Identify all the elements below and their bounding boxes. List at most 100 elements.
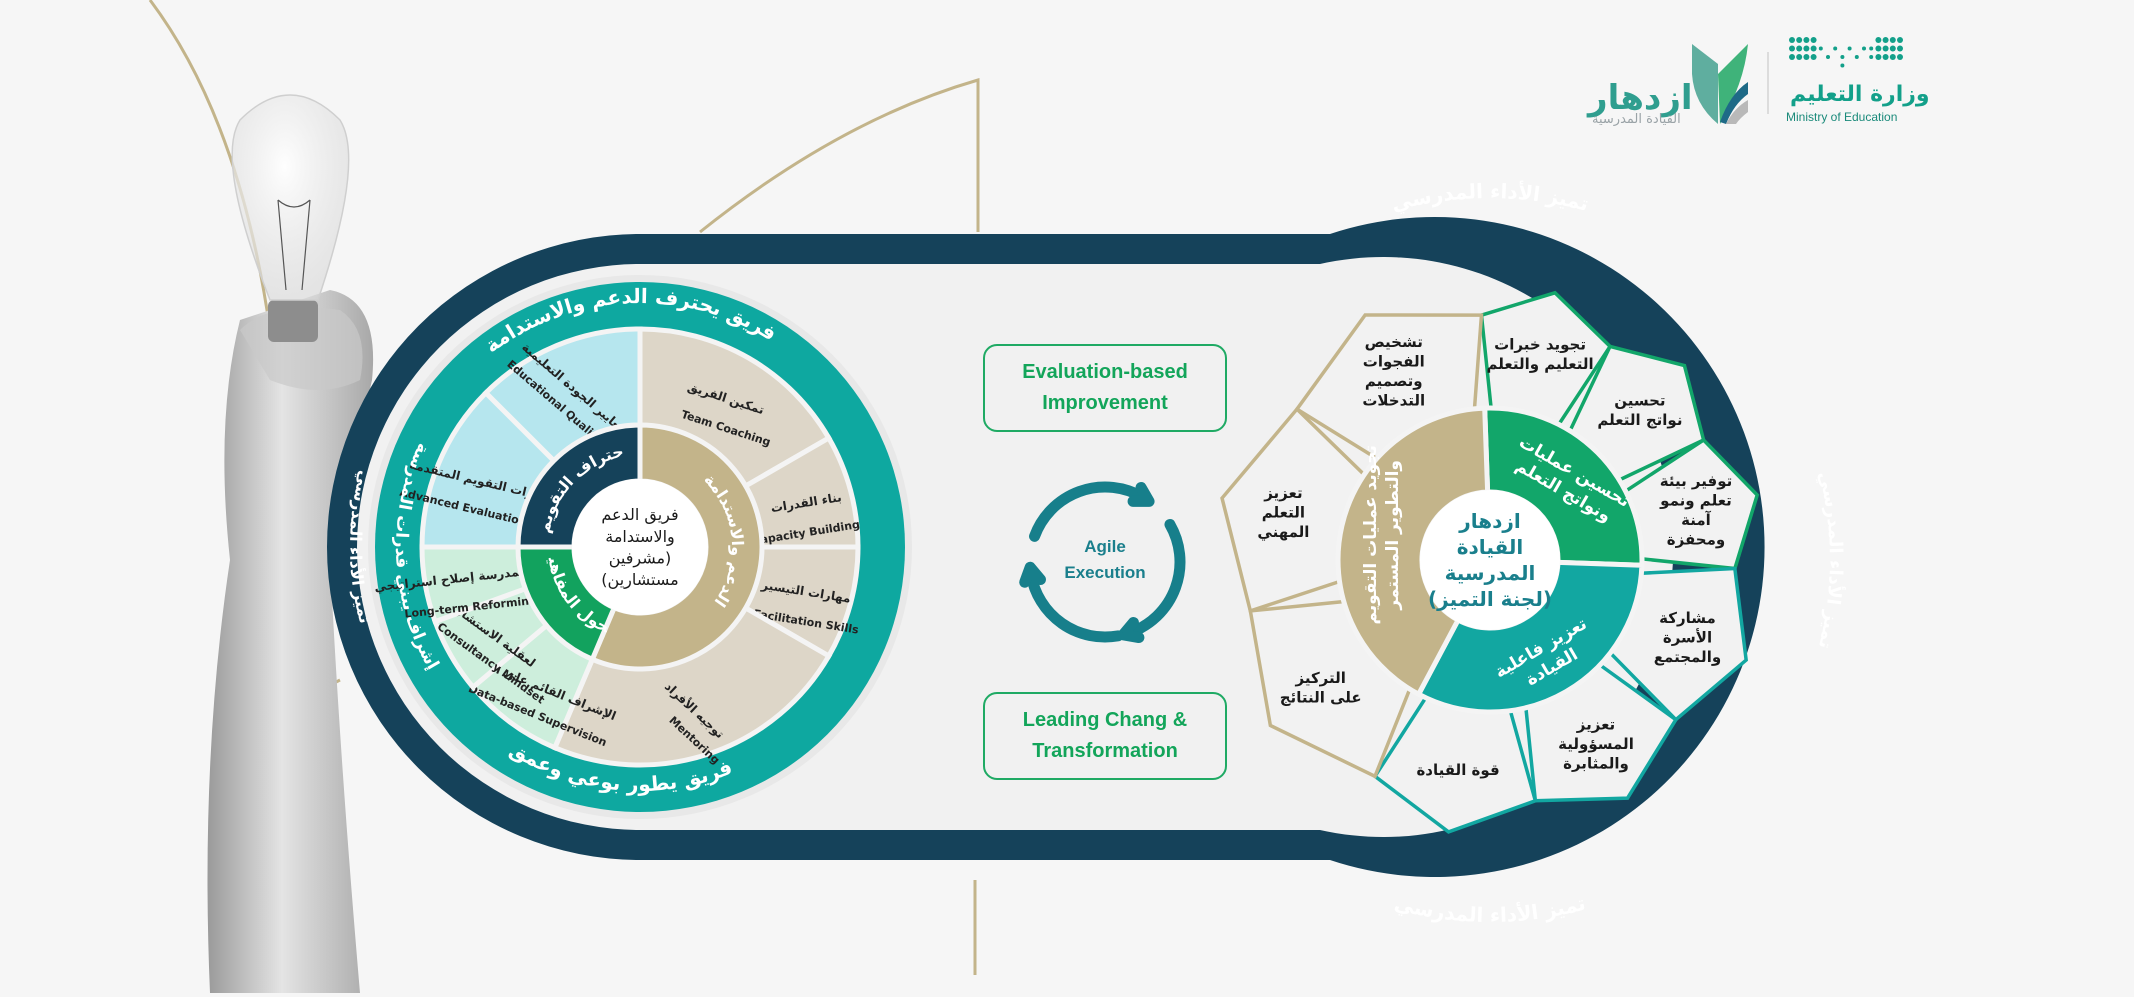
petal-label-line: ومحفزة [1667,530,1725,548]
program-subtitle: القيادة المدرسية [1592,112,1681,127]
petal-label-line: الفجوات [1363,353,1425,371]
cycle-arrow [1125,519,1186,638]
cycle-line-1: Agile [1084,537,1126,556]
moe-dot [1789,45,1795,52]
moe-dot [1789,54,1795,60]
box-bottom-line-2: Transformation [1032,740,1178,762]
bulb-base [268,300,318,342]
moe-dot [1869,55,1874,59]
petal-label-line: نواتج التعلم [1597,411,1682,429]
petal-label-line: التعليم والتعلم [1487,355,1594,373]
petal-label-line: تجويد خبرات [1494,336,1586,354]
ministry-name-ar: وزارة التعليم [1790,82,1930,107]
band-label-bottom-text: تميز الأداء المدرسي [1392,891,1588,927]
right-segment-label-line: تجويد عمليات التقويم [1361,445,1381,624]
right-wheel-center-text-line: ازدهار [1458,509,1521,533]
petal-label: التركيز على النتائج [1280,669,1362,707]
petal-label-line: آمنة [1681,511,1712,529]
right-wheel-center-text-line: المدرسية [1445,561,1536,585]
cycle-arrow [1029,481,1148,542]
box-bottom-line-1: Leading Chang & [1022,709,1188,731]
petal-label-line: المهني [1257,523,1309,541]
arm-illustration [207,290,374,993]
moe-dot [1882,37,1889,43]
left-wheel-center-text-line: مستشارين) [601,570,678,590]
right-wheel-center [1420,490,1560,630]
band-label-right-text: تميز الأداء المدرسي [1814,469,1846,651]
moe-dot [1869,46,1874,51]
left-wheel-center-text-line: (مشرفين [609,548,672,568]
bulb-filament [277,199,311,291]
right-wheel-center-text-line: القيادة [1457,535,1524,559]
band-label-right: تميز الأداء المدرسي [1814,469,1846,651]
moe-dot [1862,46,1866,51]
moe-dot [1897,45,1903,52]
band-label-top: تميز الأداء المدرسي [1389,179,1592,217]
moe-dot [1875,45,1882,52]
moe-dot [1833,46,1838,51]
petal-label-line: تعزيز [1263,484,1302,502]
moe-dot [1796,45,1803,52]
moe-dot [1882,45,1889,52]
moe-dot [1810,37,1817,43]
leading-change-box: Leading Chang & Transformation [983,692,1227,780]
ministry-name-en: Ministry of Education [1786,110,1898,124]
band-label-right-path [1769,365,1830,755]
moe-dot [1882,54,1889,60]
box-top-line-2: Improvement [1042,392,1168,414]
petal-label-line: التركيز [1294,669,1345,687]
left-wheel-center-text-line: والاستدامة [605,527,675,547]
moe-dot [1796,37,1803,43]
moe-dot [1826,55,1830,59]
moe-dot [1840,63,1845,68]
moe-dot [1875,54,1882,60]
moe-dot [1840,55,1845,59]
cycle-arrow-head [1127,481,1155,507]
band-label-top-text: تميز الأداء المدرسي [1389,179,1592,217]
moe-dot [1897,37,1903,43]
petal-label-line: قوة القيادة [1416,761,1499,779]
left-wheel-center [572,479,708,615]
leaf-icon [1692,44,1748,124]
petal-label-line: تحسين [1614,392,1665,410]
petal-label-line: توفير بيئة [1660,472,1733,490]
petal-label-line: تعزيز [1576,715,1615,733]
petal-label-line: على النتائج [1280,689,1362,707]
petal-label-line: والمثابرة [1563,754,1629,772]
moe-dot [1796,54,1803,60]
moe-dot [1889,37,1896,43]
box-top-line-1: Evaluation-based [1022,361,1188,383]
right-wheel-center-text-line: (لجنة التميز) [1428,587,1552,611]
petal-label-line: مشاركة [1659,609,1716,627]
ministry-dots-icon [1789,37,1903,68]
moe-dot [1847,46,1852,51]
petal-label-line: التدخلات [1362,392,1425,410]
moe-dot [1854,55,1859,59]
moe-dot [1889,45,1896,52]
agile-execution-label: Agile Execution [1040,534,1170,585]
moe-dot [1810,45,1817,52]
moe-dot [1803,54,1810,60]
cycle-arrow-head [1019,561,1046,588]
petal-label-line: التعلم [1262,504,1305,522]
petal-label-line: وتصميم [1365,372,1423,390]
moe-dot [1803,37,1810,43]
moe-dot [1875,37,1882,43]
cycle-arrow [1025,569,1124,643]
program-name: ازدهار [1588,78,1693,118]
petal-label-line: والمجتمع [1654,648,1721,666]
right-segment-label-line: والتطوير المستمر [1383,460,1403,611]
petal-label-line: المسؤولية [1558,735,1634,753]
band-label-bottom: تميز الأداء المدرسي [1392,891,1588,927]
